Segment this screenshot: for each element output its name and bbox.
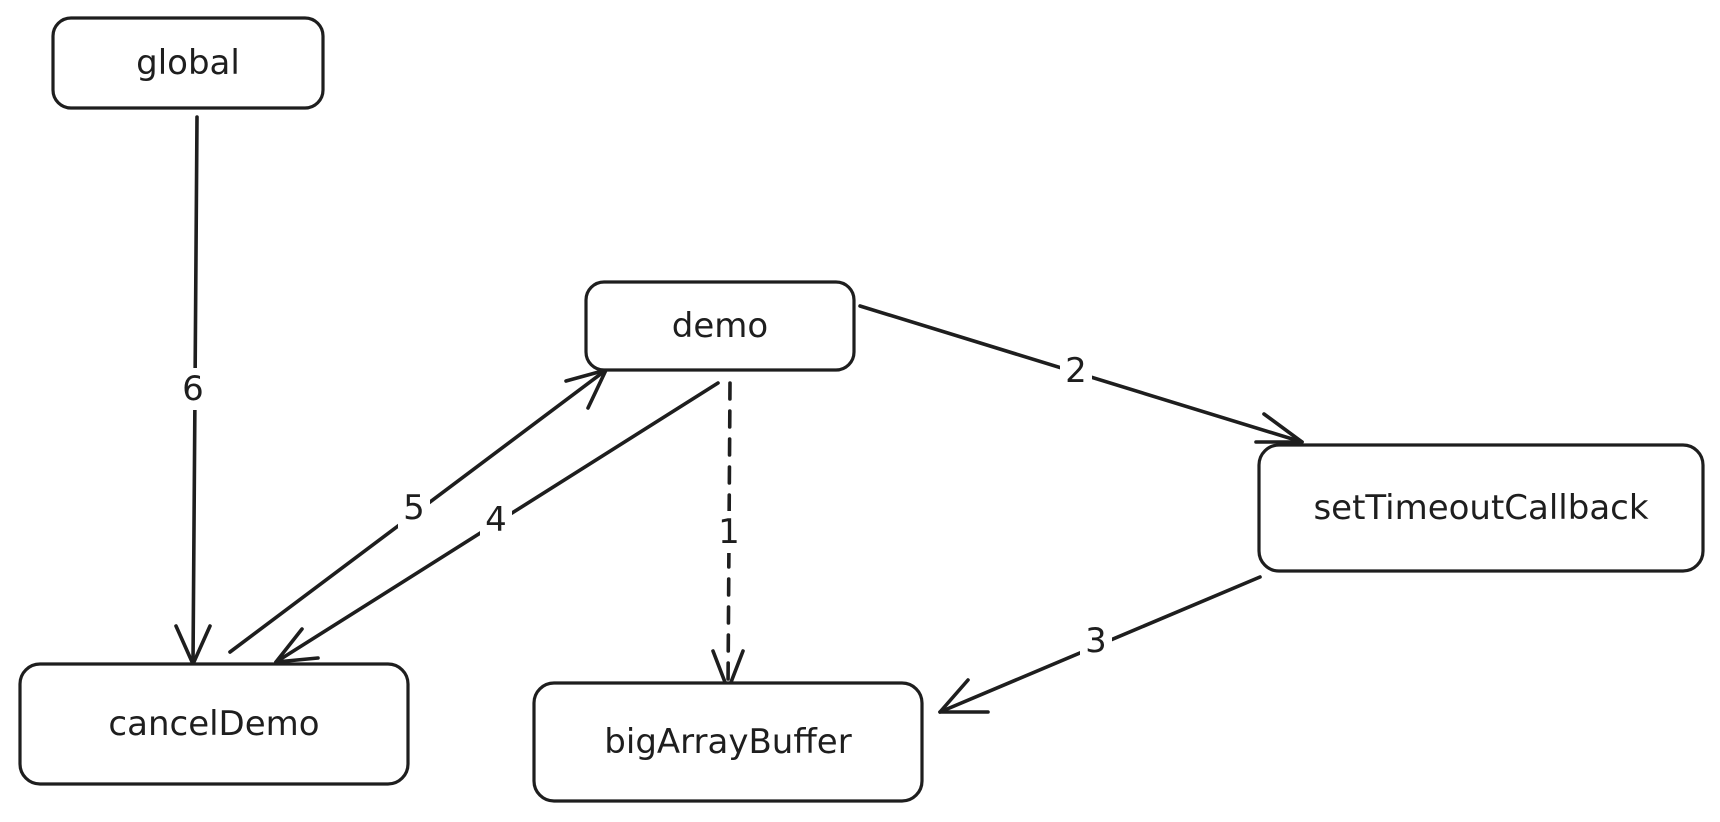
edge-label-5: 5	[403, 488, 425, 528]
edge-2: 2	[858, 304, 1304, 444]
edge-label-6: 6	[182, 369, 204, 409]
edge-5: 5	[228, 368, 608, 654]
node-label-demo: demo	[672, 306, 768, 346]
edge-1: 1	[711, 381, 745, 692]
edge-4: 4	[274, 381, 720, 664]
edge-6: 6	[174, 115, 212, 666]
edge-label-3: 3	[1085, 621, 1107, 661]
edge-label-2: 2	[1065, 351, 1087, 391]
edge-3: 3	[938, 575, 1262, 714]
node-demo: demo	[584, 280, 856, 372]
node-label-global: global	[136, 43, 240, 83]
node-canceldemo: cancelDemo	[18, 662, 410, 786]
edge-label-1: 1	[718, 512, 740, 552]
node-label-canceldemo: cancelDemo	[108, 704, 319, 744]
node-bigarraybuffer: bigArrayBuffer	[532, 681, 924, 803]
node-label-settimeoutcallback: setTimeoutCallback	[1313, 488, 1648, 528]
node-label-bigarraybuffer: bigArrayBuffer	[604, 722, 851, 762]
edge-label-4: 4	[485, 500, 507, 540]
node-settimeoutcallback: setTimeoutCallback	[1257, 443, 1705, 573]
node-global: global	[51, 16, 325, 110]
